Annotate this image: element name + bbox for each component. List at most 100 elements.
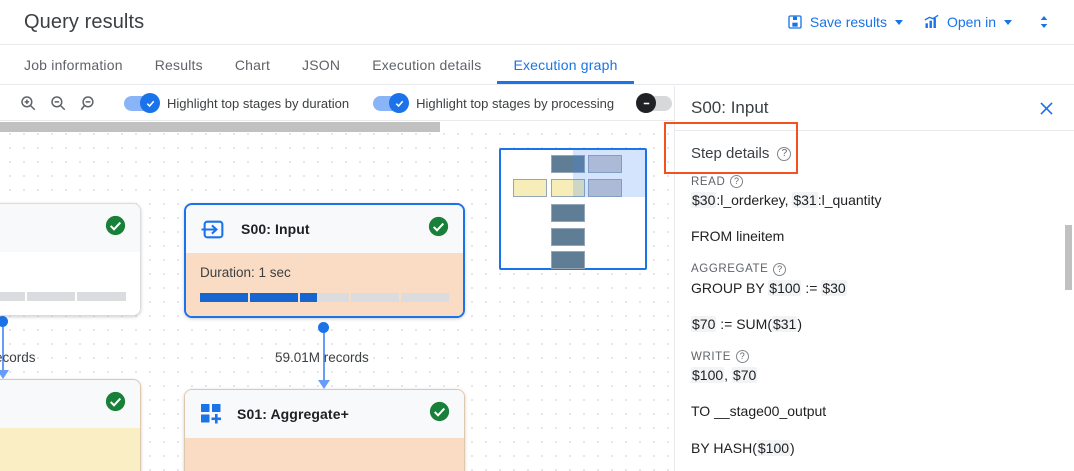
node-body: Duration: 1 sec <box>186 253 463 316</box>
duration-segment <box>350 293 399 302</box>
tab-chart[interactable]: Chart <box>234 56 271 73</box>
section-from-value: FROM lineitem <box>691 228 785 245</box>
minimap-node <box>588 155 622 173</box>
bar-chart-icon <box>923 14 940 30</box>
step-details-panel: S00: Input Step details ? READ ? $30:l_o… <box>674 86 1074 471</box>
toggle-third-disabled[interactable] <box>636 93 676 113</box>
graph-horizontal-scrollbar[interactable] <box>0 121 674 133</box>
save-results-button[interactable]: Save results <box>777 8 913 36</box>
panel-divider <box>675 130 1074 131</box>
graph-toolbar: Highlight top stages by duration Highlig… <box>0 86 674 121</box>
zoom-in-button[interactable] <box>16 91 40 115</box>
toggle-switch-on[interactable] <box>373 93 410 113</box>
section-value: GROUP BY $100 := $30 <box>691 279 847 296</box>
panel-header: S00: Input <box>675 86 1074 130</box>
duration-segment <box>0 292 25 301</box>
section-by-hash-value: BY HASH($100) <box>691 439 795 456</box>
section-read: READ ? $30:l_orderkey, $31:l_quantity <box>691 175 1058 210</box>
chevron-down-icon <box>1004 19 1012 25</box>
toggle-knob <box>389 93 410 113</box>
node-title: S01: Aggregate+ <box>237 406 349 422</box>
step-details-heading: Step details ? <box>683 131 1066 175</box>
header-actions: Save results Open in <box>777 6 1074 38</box>
panel-vertical-scrollbar[interactable] <box>1065 225 1072 290</box>
edge-s00-s01 <box>323 328 325 386</box>
save-disk-icon <box>787 14 803 30</box>
minimap-node <box>551 179 585 197</box>
open-in-label: Open in <box>946 14 996 30</box>
help-circle-icon[interactable]: ? <box>773 262 787 276</box>
check-circle-icon <box>105 215 126 241</box>
tab-json[interactable]: JSON <box>302 56 341 73</box>
minimap-node <box>551 204 585 222</box>
step-details-label: Step details <box>691 145 770 162</box>
node-title: S00: Input <box>241 221 310 237</box>
node-body <box>0 428 140 471</box>
zoom-out-button[interactable] <box>46 91 70 115</box>
node-header <box>0 204 140 252</box>
tab-execution-graph[interactable]: Execution graph <box>497 45 634 84</box>
node-body <box>185 438 464 471</box>
graph-node-partial-bottom[interactable] <box>0 379 141 471</box>
tab-results[interactable]: Results <box>154 56 203 73</box>
section-label: WRITE ? <box>691 350 1058 364</box>
tab-job-information[interactable]: Job information <box>24 56 123 73</box>
save-results-label: Save results <box>809 14 887 30</box>
minimap-node <box>513 179 547 197</box>
duration-bar <box>0 292 126 301</box>
panel-title: S00: Input <box>691 98 769 117</box>
edge-record-count-label: 59.01M records <box>275 350 369 365</box>
edge-arrowhead-icon <box>318 380 330 389</box>
section-value: $100, $70 <box>691 367 758 384</box>
graph-node-s00[interactable]: S00: Input Duration: 1 sec <box>184 203 465 318</box>
section-aggregate: AGGREGATE ? GROUP BY $100 := $30 <box>691 262 1058 298</box>
duration-segment <box>300 293 349 302</box>
duration-segment <box>400 293 450 302</box>
toggle-highlight-duration[interactable]: Highlight top stages by duration <box>124 93 350 113</box>
tab-execution-details[interactable]: Execution details <box>372 56 482 73</box>
toggle-highlight-processing[interactable]: Highlight top stages by processing <box>373 93 614 113</box>
aggregate-plus-icon <box>199 402 223 426</box>
unfold-more-button[interactable] <box>1022 6 1064 38</box>
duration-segment <box>250 293 299 302</box>
node-duration-label: Duration: 1 sec <box>200 265 291 280</box>
minimap-node <box>551 251 585 269</box>
help-circle-icon[interactable]: ? <box>777 146 792 161</box>
help-circle-icon[interactable]: ? <box>736 350 750 364</box>
scrollbar-thumb[interactable] <box>0 122 440 132</box>
section-label: AGGREGATE ? <box>691 262 1058 276</box>
edge-left-vertical <box>2 321 4 376</box>
chevron-down-icon <box>894 19 903 25</box>
toggle-switch-off[interactable] <box>636 93 673 113</box>
edge-source-dot <box>0 316 8 327</box>
edge-arrowhead-icon <box>0 370 9 379</box>
duration-bar <box>200 293 450 302</box>
check-circle-icon <box>429 401 450 427</box>
unfold-more-icon <box>1036 12 1052 32</box>
duration-segment <box>200 293 249 302</box>
section-label: READ ? <box>691 175 1058 188</box>
section-sum-value: $70 := SUM($31) <box>691 315 803 332</box>
node-duration-label <box>0 264 126 279</box>
check-circle-icon <box>428 216 449 242</box>
graph-node-partial-top[interactable] <box>0 203 141 316</box>
node-header <box>0 380 140 428</box>
section-write: WRITE ? $100, $70 <box>691 350 1058 385</box>
input-arrow-icon <box>200 217 227 242</box>
section-value: $30:l_orderkey, $31:l_quantity <box>691 192 882 208</box>
graph-minimap[interactable] <box>499 148 647 270</box>
node-header: S01: Aggregate+ <box>185 390 464 438</box>
edge-record-count-label-partial: ecords <box>0 350 36 365</box>
minimap-node <box>551 228 585 246</box>
toggle-switch-on[interactable] <box>124 93 160 113</box>
open-in-button[interactable]: Open in <box>913 8 1022 36</box>
execution-graph-canvas[interactable]: 59.01M records ecords <box>0 121 674 471</box>
help-circle-icon[interactable]: ? <box>730 175 744 188</box>
page-title: Query results <box>24 10 145 33</box>
zoom-reset-button[interactable] <box>76 91 100 115</box>
close-icon[interactable] <box>1033 95 1060 122</box>
minimap-node <box>551 155 585 173</box>
toggle-duration-label: Highlight top stages by duration <box>167 95 350 111</box>
graph-node-s01[interactable]: S01: Aggregate+ <box>184 389 465 471</box>
